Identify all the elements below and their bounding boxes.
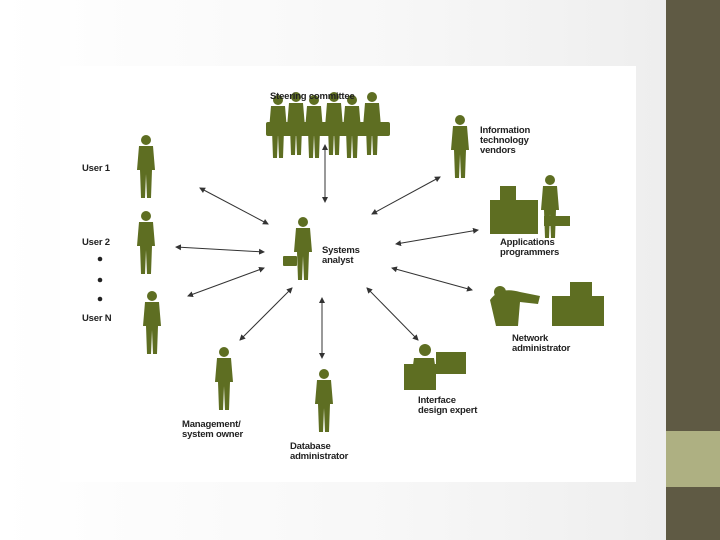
user1-figure [137,135,155,198]
steering-committee-label: Steering committee [270,92,355,102]
database-administrator-label-line2: administrator [290,452,348,462]
arrow-network [392,268,472,290]
systems-analyst-label-line2: analyst [322,256,360,266]
usern-label: User N [82,314,111,324]
briefcase [283,256,297,266]
network-administrator-label: Network administrator [512,334,570,354]
usern-figure [143,291,161,354]
ellipsis-dot-3 [98,297,103,302]
interface-design-expert-label-line2: design expert [418,406,477,416]
user1-label: User 1 [82,164,110,174]
arrow-user1 [200,188,268,224]
ellipsis-dot-1 [98,257,103,262]
network-administrator-figure [490,282,604,326]
user2-label: User 2 [82,238,110,248]
management-figure [215,347,233,410]
arrow-interface [367,288,418,340]
applications-programmers-figure [490,175,570,238]
it-vendors-figure [451,115,469,178]
it-vendors-label: Information technology vendors [480,126,530,156]
systems-analyst-label: Systems analyst [322,246,360,266]
interface-design-expert-figure [404,344,466,390]
arrow-user2 [176,247,264,252]
applications-programmers-label: Applications programmers [500,238,559,258]
database-administrator-label: Database administrator [290,442,348,462]
applications-programmers-label-line2: programmers [500,248,559,258]
it-vendors-label-line3: vendors [480,146,530,156]
interface-design-expert-label: Interface design expert [418,396,477,416]
arrow-usern [188,268,264,296]
arrow-appprog [396,230,478,244]
management-label-line2: system owner [182,430,243,440]
arrow-management [240,288,292,340]
arrow-itvendors [372,177,440,214]
systems-analyst-figure [294,217,312,280]
management-label: Management/ system owner [182,420,243,440]
ellipsis-dot-2 [98,278,103,283]
database-administrator-figure [315,369,333,432]
user2-figure [137,211,155,274]
network-administrator-label-line2: administrator [512,344,570,354]
